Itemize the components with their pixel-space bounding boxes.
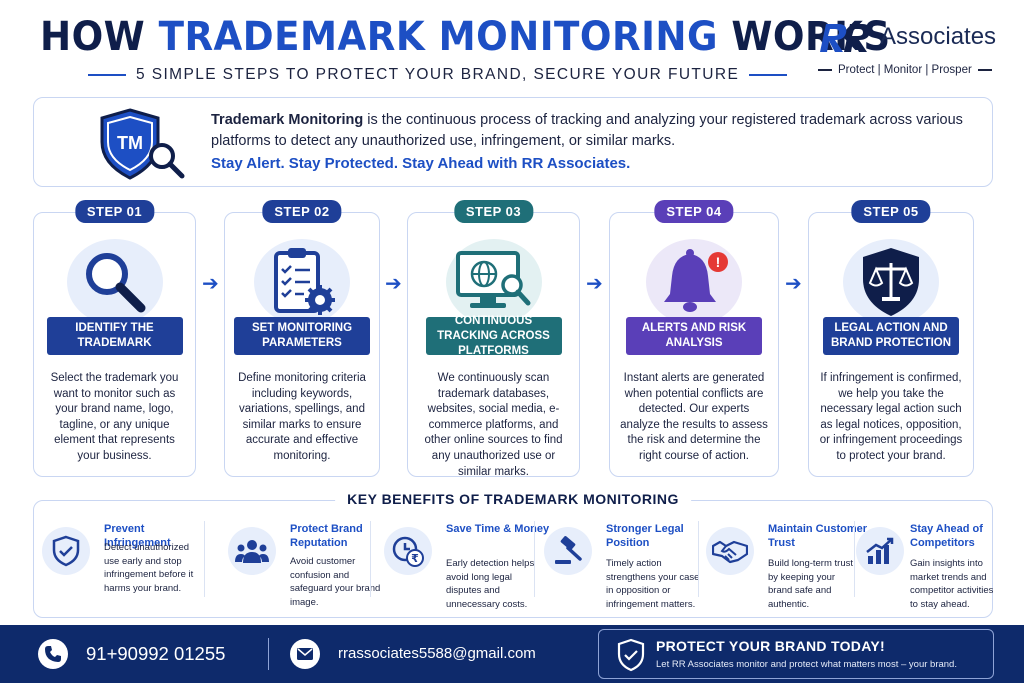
cta-box: PROTECT YOUR BRAND TODAY! Let RR Associa…: [598, 629, 994, 679]
shield-check-icon: [52, 535, 80, 567]
benefits-title: KEY BENEFITS OF TRADEMARK MONITORING: [335, 491, 691, 507]
brand-logo: Associates: [818, 20, 998, 54]
benefit-item-6: Stay Ahead of Competitors Gain insights …: [856, 523, 994, 613]
svg-text:₹: ₹: [411, 552, 419, 565]
benefit-item-3: ₹ Save Time & Money Early detection help…: [384, 523, 549, 613]
intro-tagline: Stay Alert. Stay Protected. Stay Ahead w…: [211, 155, 631, 172]
footer-divider: [268, 638, 269, 670]
handshake-icon: [712, 540, 748, 564]
benefit-title: Maintain Customer Trust: [768, 523, 868, 549]
step-arrow-icon: ➔: [586, 273, 603, 295]
magnifier-icon: [85, 253, 145, 313]
page-subtitle: 5 SIMPLE STEPS TO PROTECT YOUR BRAND, SE…: [136, 66, 740, 83]
mail-icon: [290, 639, 320, 669]
subtitle-row: 5 SIMPLE STEPS TO PROTECT YOUR BRAND, SE…: [88, 66, 788, 84]
step-icon-circle: [445, 239, 542, 325]
benefit-icon-circle: [544, 527, 592, 575]
page-title: HOW TRADEMARK MONITORING WORKS: [40, 14, 891, 60]
step-card-5: STEP 05 LEGAL ACTION AND BRAND PROTECTIO…: [808, 200, 974, 477]
brand-block: Associates Protect | Monitor | Prosper: [818, 20, 998, 76]
step-icon-circle: !: [646, 239, 742, 325]
benefit-divider: [534, 521, 535, 597]
step-description: Define monitoring criteria including key…: [238, 372, 366, 462]
step-icon-circle: [843, 239, 939, 325]
step-label: CONTINUOUS TRACKING ACROSS PLATFORMS: [425, 315, 562, 357]
benefit-icon-circle: [856, 527, 904, 575]
brand-tagline: Protect | Monitor | Prosper: [818, 64, 998, 76]
step-description: We continuously scan trademark databases…: [424, 372, 563, 478]
phone-icon: [38, 639, 68, 669]
tm-shield-magnifier-icon: TM: [100, 108, 185, 180]
benefit-title: Prevent Infringement: [104, 523, 171, 549]
benefit-title: Save Time & Money: [446, 523, 550, 535]
brand-name: Associates: [880, 23, 997, 50]
step-icon-circle: [66, 239, 163, 325]
benefit-text: Gain insights into market trends and com…: [910, 558, 994, 611]
step-label: ALERTS AND RISK ANALYSIS: [626, 317, 762, 355]
intro-definition: Trademark Monitoring is the continuous p…: [211, 112, 963, 149]
footer-phone[interactable]: 91+90992 01255: [86, 643, 226, 664]
step-arrow-icon: ➔: [785, 273, 802, 295]
step-description: Instant alerts are generated when potent…: [620, 372, 768, 462]
benefit-item-1: Prevent Infringement Detect unauthorized…: [42, 523, 193, 613]
benefit-divider: [204, 521, 205, 597]
svg-text:TM: TM: [117, 133, 143, 153]
footer-email[interactable]: rrassociates5588@gmail.com: [338, 645, 536, 662]
benefits-panel: KEY BENEFITS OF TRADEMARK MONITORING Pre…: [33, 491, 994, 618]
step-badge: STEP 02: [262, 200, 342, 223]
benefit-item-5: Maintain Customer Trust Build long-term …: [706, 523, 867, 613]
gavel-icon: [555, 536, 582, 564]
step-arrow-icon: ➔: [202, 273, 219, 295]
benefit-icon-circle: ₹: [384, 527, 432, 575]
step-badge: STEP 03: [453, 200, 534, 223]
benefit-item-4: Stronger Legal Position Timely action st…: [544, 523, 699, 613]
rr-logo-icon: [820, 24, 871, 52]
checklist-icon: [274, 248, 335, 315]
step-label: LEGAL ACTION AND BRAND PROTECTION: [823, 317, 959, 355]
benefit-divider: [698, 521, 699, 597]
benefit-text: Detect unauthorized use early and stop i…: [104, 542, 194, 595]
monitor-globe-icon: [455, 251, 530, 308]
benefit-title: Stay Ahead of Competitors: [910, 523, 983, 549]
step-label: IDENTIFY THE TRADEMARK: [46, 317, 183, 355]
cta-title: PROTECT YOUR BRAND TODAY!: [656, 638, 885, 654]
step-card-4: STEP 04 ! ALERTS AND RISK ANALYSIS Insta…: [609, 200, 779, 477]
step-label: SET MONITORING PARAMETERS: [234, 317, 370, 355]
benefit-text: Timely action strengthens your case in o…: [606, 558, 700, 611]
growth-chart-icon: [866, 537, 894, 564]
step-card-2: STEP 02 SET MONITORING PARAMETERS Define…: [224, 200, 380, 477]
intro-panel: TM Trademark Monitoring is the continuou…: [33, 97, 993, 187]
step-icon-circle: [254, 239, 350, 325]
benefit-item-2: Protect Brand Reputation Avoid customer …: [228, 523, 380, 613]
benefit-divider: [854, 521, 855, 597]
step-badge: STEP 04: [654, 200, 734, 223]
benefit-icon-circle: [42, 527, 90, 575]
subtitle-left-rule: [88, 74, 126, 76]
benefit-title: Stronger Legal Position: [606, 523, 684, 549]
people-icon: [235, 540, 269, 563]
benefit-icon-circle: [706, 527, 754, 575]
benefit-text: Build long-term trust by keeping your br…: [768, 558, 854, 611]
clock-rupee-icon: ₹: [392, 536, 424, 567]
subtitle-right-rule: [749, 74, 788, 76]
step-description: Select the trademark you want to monitor…: [50, 372, 179, 462]
shield-check-icon: [617, 638, 645, 672]
benefit-text: Avoid customer confusion and safeguard y…: [290, 556, 381, 609]
step-arrow-icon: ➔: [385, 273, 402, 295]
cta-subtitle: Let RR Associates monitor and protect wh…: [656, 659, 957, 670]
bell-alert-icon: !: [664, 249, 728, 312]
step-badge: STEP 05: [851, 200, 931, 223]
svg-text:!: !: [716, 254, 721, 270]
shield-scales-icon: [863, 248, 919, 316]
benefit-text: Early detection helps avoid long legal d…: [446, 558, 535, 611]
benefit-icon-circle: [228, 527, 276, 575]
footer-bar: 91+90992 01255 rrassociates5588@gmail.co…: [0, 625, 1024, 683]
step-badge: STEP 01: [74, 200, 155, 223]
step-card-1: STEP 01 IDENTIFY THE TRADEMARK Select th…: [33, 200, 196, 477]
step-description: If infringement is confirmed, we help yo…: [819, 372, 963, 462]
benefit-title: Protect Brand Reputation: [290, 523, 363, 549]
step-card-3: STEP 03 CONTINUOUS TRACKING ACROSS PLATF…: [407, 200, 580, 478]
benefit-divider: [370, 521, 371, 597]
